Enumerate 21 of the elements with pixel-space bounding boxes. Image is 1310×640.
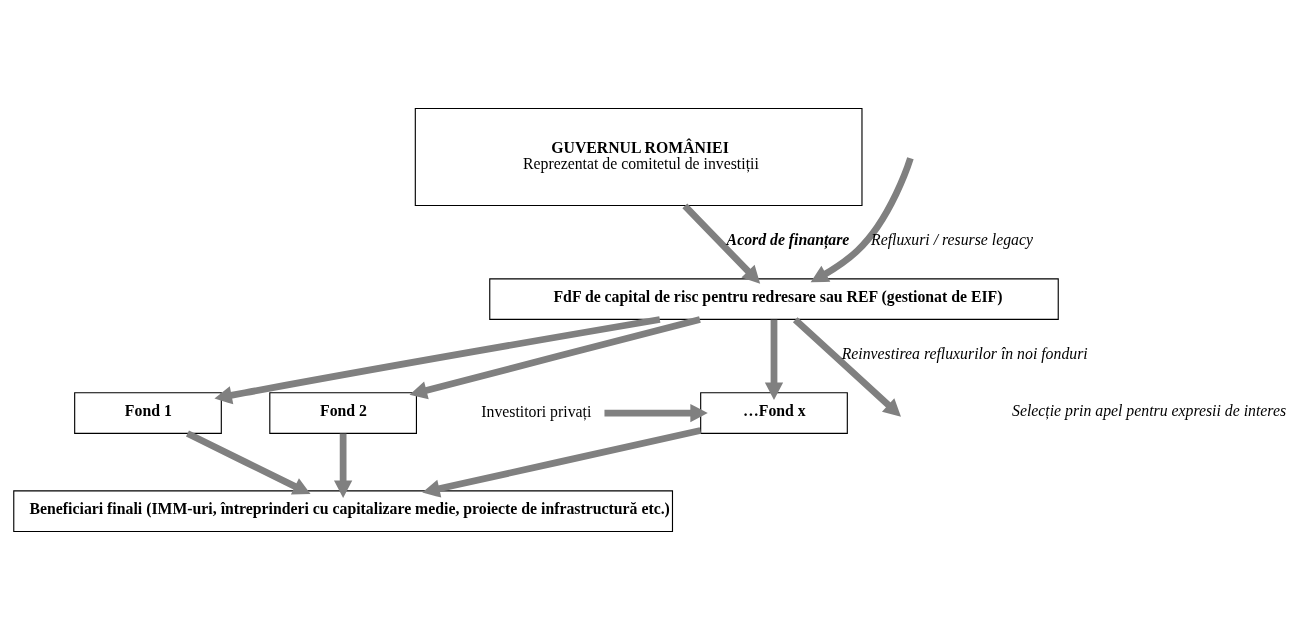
node-text: Investitori privați [481, 403, 592, 421]
edge-label: Reinvestirea refluxurilor în noi fonduri [841, 345, 1088, 363]
arrow [792, 317, 901, 417]
edge-label: Acord de finanțare [726, 231, 850, 249]
arrow [214, 316, 661, 405]
arrow [422, 427, 702, 498]
edge-label: Refluxuri / resurse legacy [871, 231, 1034, 249]
node-box: GUVERNUL ROMÂNIEI Reprezentat de comitetul de investiții [414, 107, 863, 207]
arrow [682, 203, 761, 284]
arrow [409, 316, 701, 400]
node-box: FdF de capital de risc pentru redresare sau REF (gestionat de EIF) [489, 278, 1059, 320]
node-box: Fond 1 [74, 392, 222, 434]
arrow [764, 319, 784, 400]
arrow [604, 403, 708, 423]
arrow [810, 157, 914, 283]
arrow [333, 433, 353, 498]
node-box: Fond 2 [269, 392, 417, 434]
label: Selecție prin apel pentru expresii de interes [1011, 402, 1287, 420]
node-box: …Fond x [700, 392, 848, 434]
node-box: Beneficiari finali (IMM-uri, întreprinderi cu capitalizare medie, proiecte de infrastructură etc.) [13, 490, 674, 533]
arrow [186, 430, 311, 495]
